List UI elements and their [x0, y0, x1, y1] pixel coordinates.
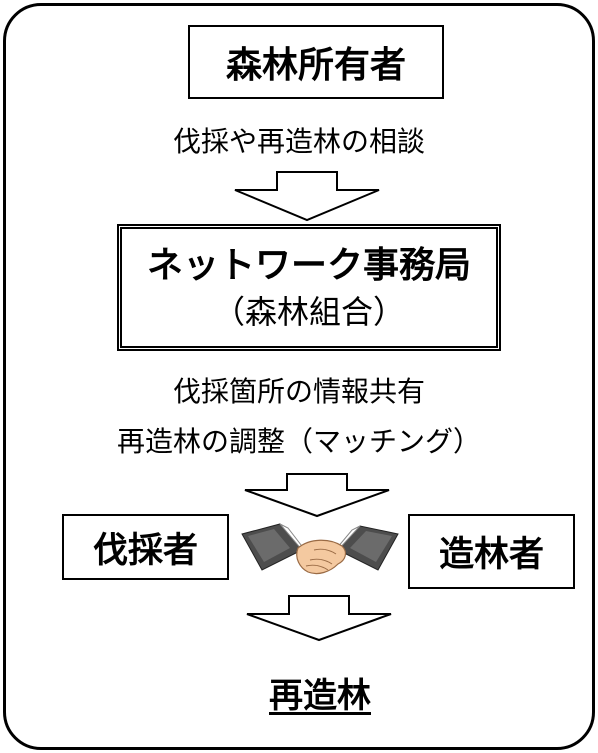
logger-box: 伐採者	[62, 514, 229, 580]
office-title: ネットワーク事務局	[146, 244, 471, 286]
office-subtitle: （森林組合）	[212, 292, 405, 331]
down-arrow-1	[234, 171, 380, 222]
consultation-text: 伐採や再造林の相談	[172, 125, 425, 158]
network-office-box: ネットワーク事務局 （森林組合）	[117, 224, 501, 351]
owner-label: 森林所有者	[225, 45, 406, 86]
owner-box: 森林所有者	[188, 25, 444, 99]
planter-label: 造林者	[438, 535, 544, 575]
info-sharing-text: 伐採箇所の情報共有	[172, 375, 425, 408]
down-arrow-2	[244, 473, 390, 518]
planter-box: 造林者	[408, 514, 575, 589]
handshake-icon	[241, 523, 399, 575]
diagram-frame	[3, 3, 595, 750]
matching-text: 再造林の調整（マッチング）	[116, 425, 481, 458]
down-arrow-3	[246, 595, 392, 642]
reforestation-result: 再造林	[0, 668, 598, 717]
logger-label: 伐採者	[92, 530, 198, 571]
result-label: 再造林	[269, 676, 371, 716]
